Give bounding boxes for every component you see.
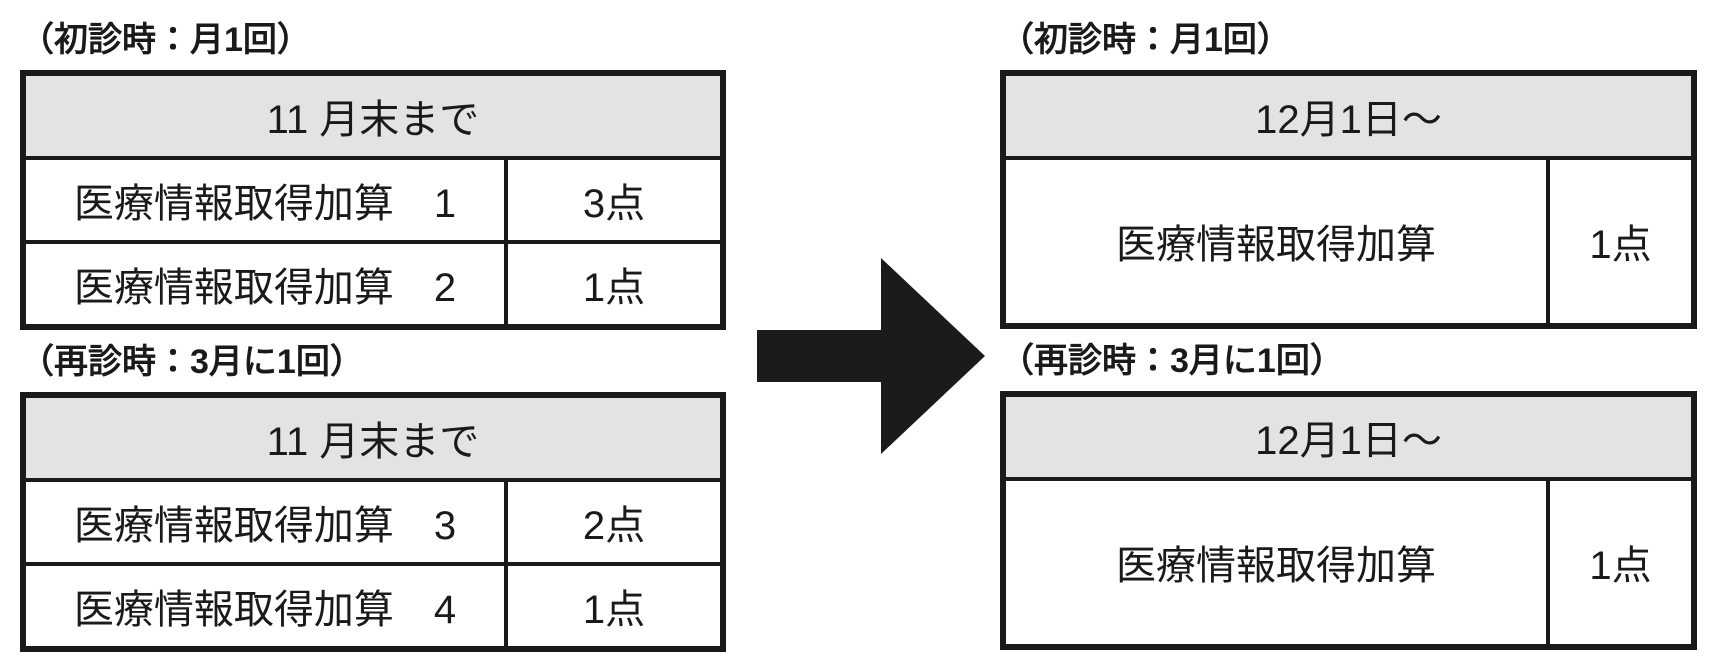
fee-name: 医療情報取得加算 3 bbox=[73, 503, 457, 548]
fee-points: 1点 bbox=[504, 243, 720, 324]
fee-points: 3点 bbox=[504, 159, 720, 240]
section-label-first-visit: （初診時：月1回） bbox=[1000, 21, 1291, 59]
panel-before: （初診時：月1回） 11 月末まで 医療情報取得加算 1 3点 医療情報取得加算… bbox=[20, 0, 726, 652]
fee-points: 1点 bbox=[1546, 480, 1691, 644]
table-row: 医療情報取得加算 2 1点 bbox=[26, 243, 720, 324]
fee-name: 医療情報取得加算 bbox=[1116, 544, 1436, 589]
table-row: 医療情報取得加算 1 3点 bbox=[26, 159, 720, 244]
fee-table-before-revisit: 11 月末まで 医療情報取得加算 3 2点 医療情報取得加算 4 1点 bbox=[20, 391, 726, 652]
table-row: 医療情報取得加算 3 2点 bbox=[26, 481, 720, 566]
fee-table-before-first-visit: 11 月末まで 医療情報取得加算 1 3点 医療情報取得加算 2 1点 bbox=[20, 69, 726, 330]
table-row: 医療情報取得加算 1点 bbox=[1006, 480, 1691, 644]
fee-name: 医療情報取得加算 1 bbox=[73, 181, 457, 226]
section-label-revisit: （再診時：3月に1回） bbox=[1000, 341, 1344, 380]
fee-points: 1点 bbox=[504, 565, 720, 646]
table-row: 医療情報取得加算 4 1点 bbox=[26, 565, 720, 646]
section-label-revisit: （再診時：3月に1回） bbox=[20, 342, 364, 381]
period-header: 11 月末まで bbox=[26, 75, 720, 160]
section-revisit-before: （再診時：3月に1回） 11 月末まで 医療情報取得加算 3 2点 医療情報取得… bbox=[20, 342, 726, 652]
section-first-visit-before: （初診時：月1回） 11 月末まで 医療情報取得加算 1 3点 医療情報取得加算… bbox=[20, 20, 726, 330]
fee-points: 1点 bbox=[1546, 159, 1691, 323]
period-header: 12月1日～ bbox=[1006, 396, 1691, 481]
fee-name: 医療情報取得加算 bbox=[1116, 223, 1436, 268]
fee-name: 医療情報取得加算 2 bbox=[73, 265, 457, 310]
fee-table-after-revisit: 12月1日～ 医療情報取得加算 1点 bbox=[1000, 390, 1697, 650]
section-revisit-after: （再診時：3月に1回） 12月1日～ 医療情報取得加算 1点 bbox=[1000, 341, 1697, 650]
period-header: 11 月末まで bbox=[26, 397, 720, 482]
period-header: 12月1日～ bbox=[1006, 75, 1691, 160]
section-first-visit-after: （初診時：月1回） 12月1日～ 医療情報取得加算 1点 bbox=[1000, 20, 1697, 329]
right-arrow-icon bbox=[757, 258, 985, 454]
fee-points: 2点 bbox=[504, 481, 720, 562]
table-row: 医療情報取得加算 1点 bbox=[1006, 159, 1691, 323]
panel-after: （初診時：月1回） 12月1日～ 医療情報取得加算 1点 （再診時：3月に1回）… bbox=[1000, 0, 1697, 650]
fee-name: 医療情報取得加算 4 bbox=[73, 587, 457, 632]
fee-table-after-first-visit: 12月1日～ 医療情報取得加算 1点 bbox=[1000, 69, 1697, 329]
section-label-first-visit: （初診時：月1回） bbox=[20, 21, 311, 59]
